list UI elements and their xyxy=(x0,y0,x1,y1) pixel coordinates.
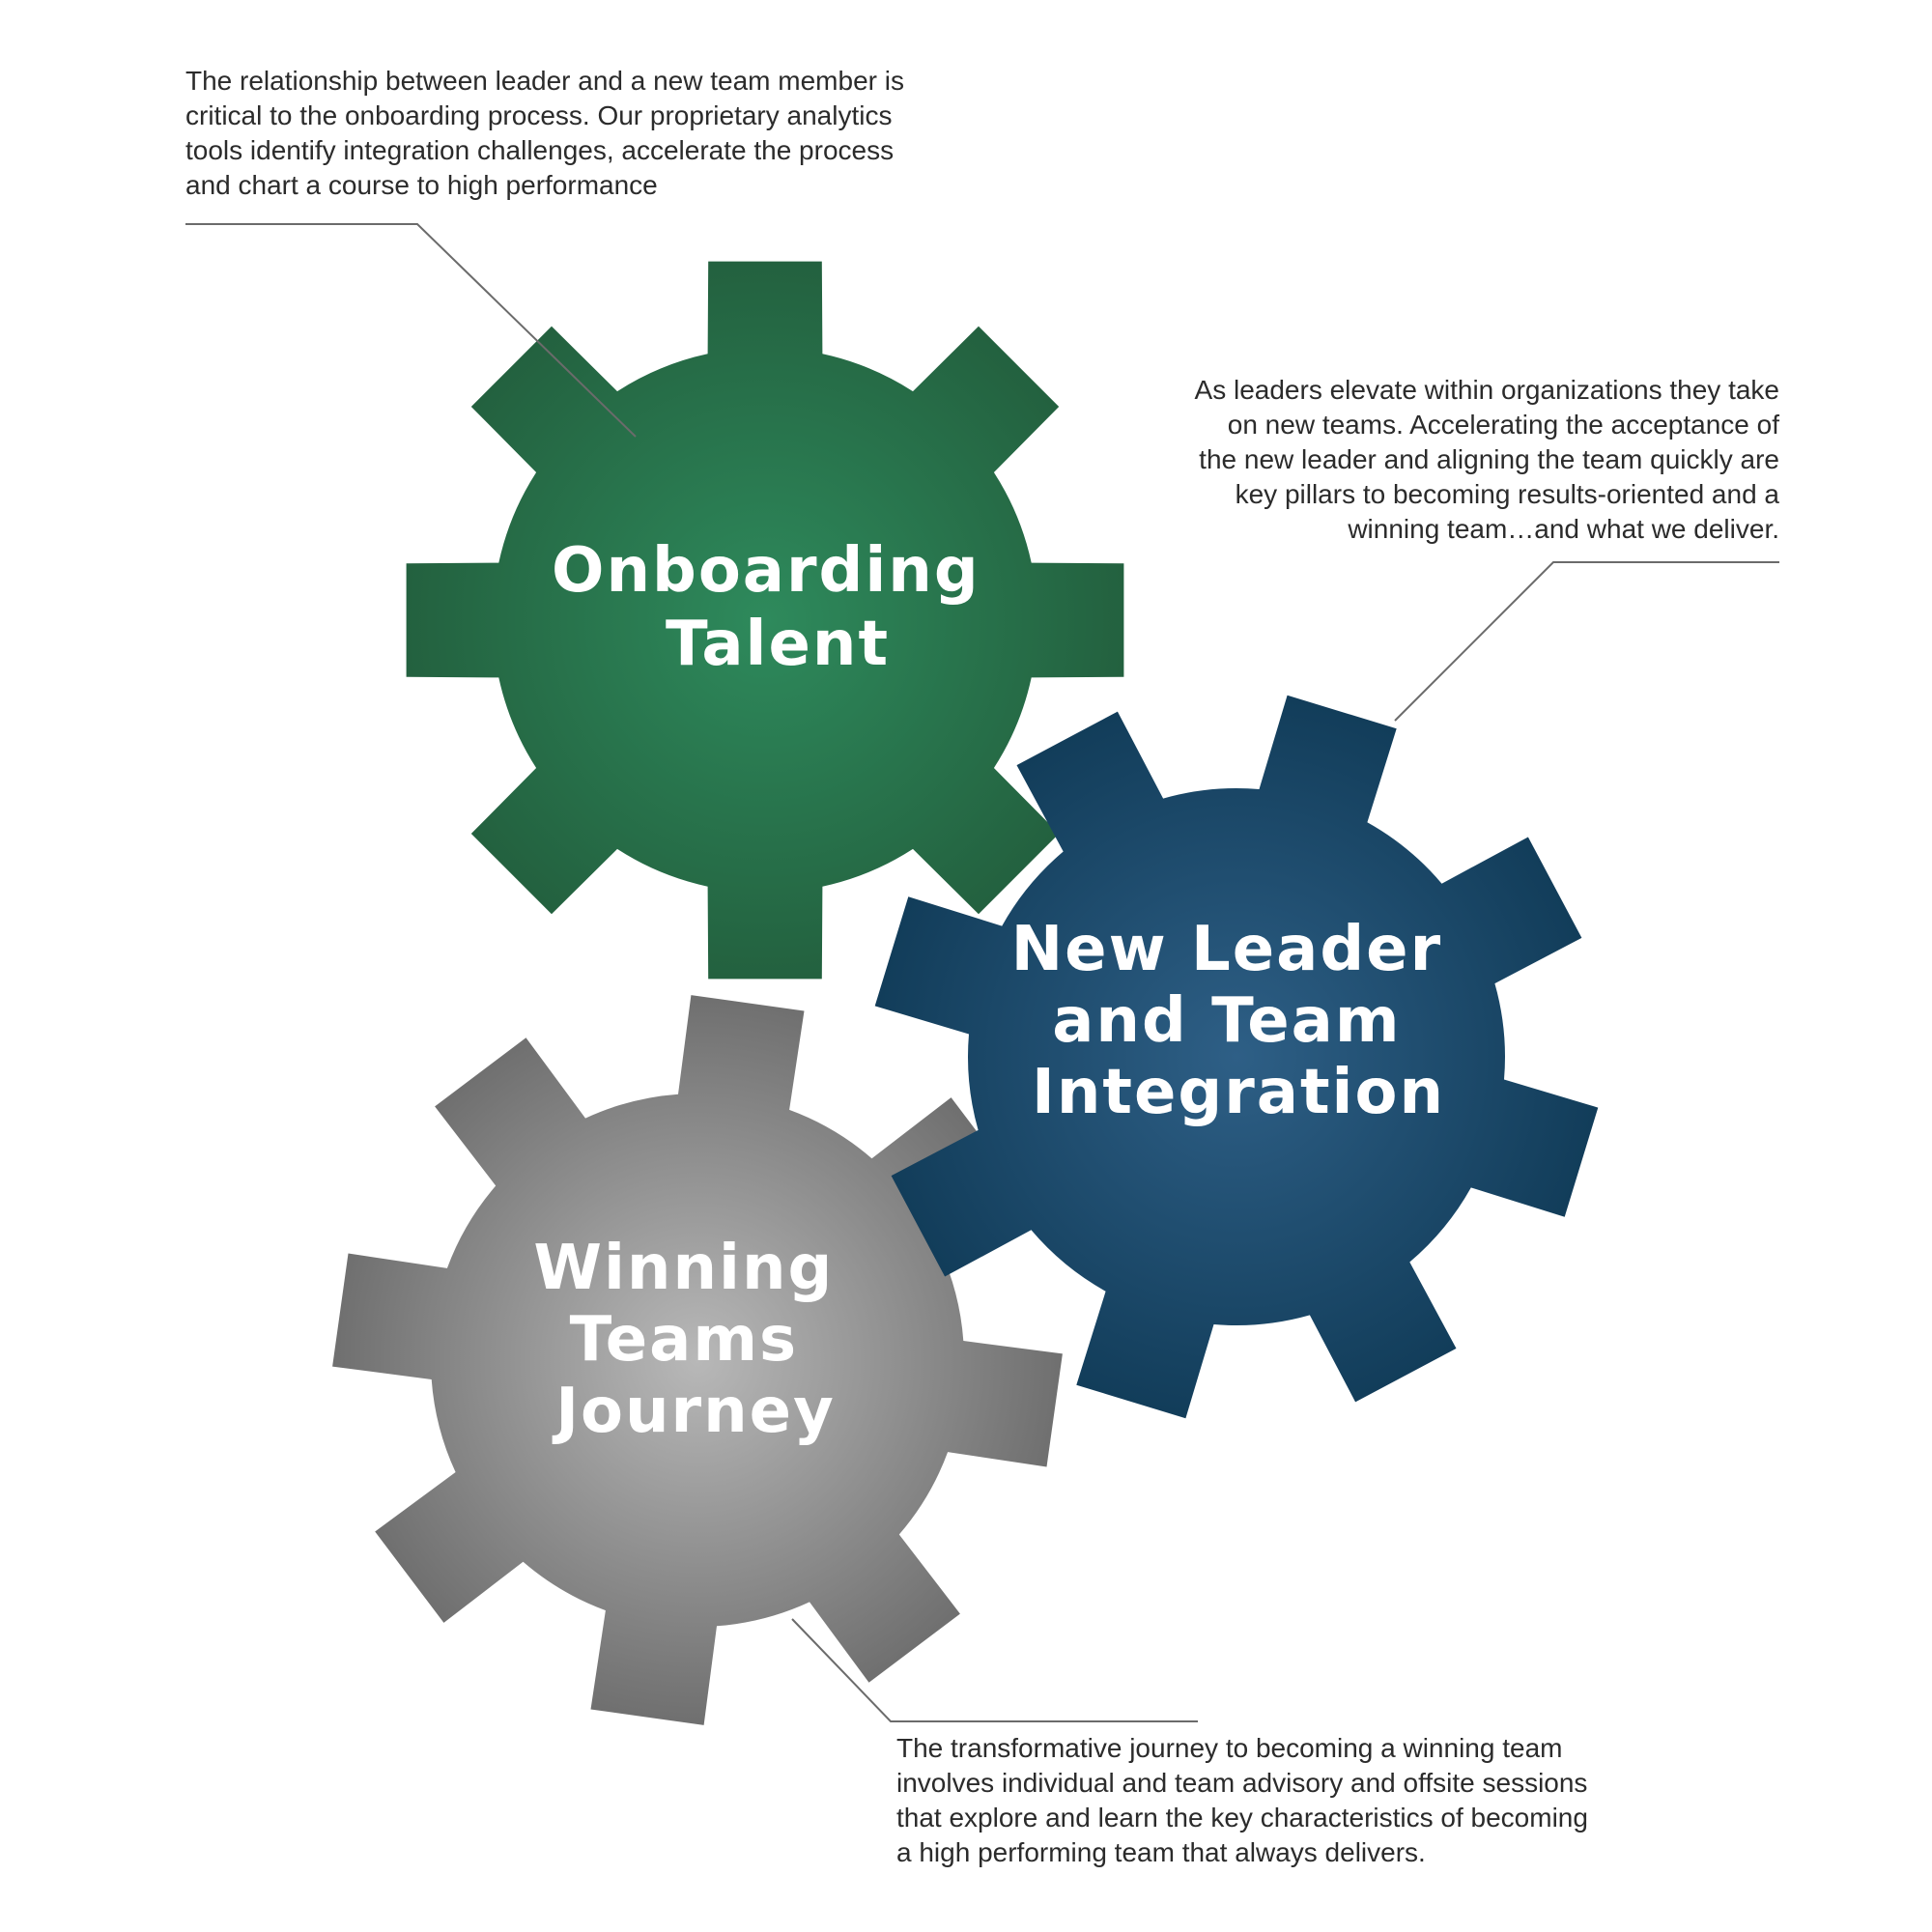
description-line: and chart a course to high performance xyxy=(185,170,658,200)
onboarding-gear-label: Onboarding Talent xyxy=(552,535,1004,680)
winning-teams-gear xyxy=(332,995,1063,1725)
new-leader-gear-label: New Leader and Team Integration xyxy=(1011,914,1466,1128)
new-leader-connector-line xyxy=(1394,561,1779,722)
new-leader-gear xyxy=(874,695,1599,1419)
onboarding-gear-shape xyxy=(406,261,1124,980)
description-line: The relationship between leader and a ne… xyxy=(185,66,904,96)
description-line: the new leader and aligning the team qui… xyxy=(1199,444,1779,474)
new-leader-gear-shape xyxy=(874,695,1599,1419)
winning-teams-gear-label: Winning Teams Journey xyxy=(533,1233,857,1447)
new-leader-description: As leaders elevate within organizations … xyxy=(1101,373,1779,547)
description-line: As leaders elevate within organizations … xyxy=(1194,375,1779,405)
description-line: that explore and learn the key character… xyxy=(896,1803,1588,1833)
description-line: a high performing team that always deliv… xyxy=(896,1837,1426,1867)
onboarding-gear xyxy=(406,261,1124,980)
description-line: involves individual and team advisory an… xyxy=(896,1768,1588,1798)
winning-teams-gear-shape xyxy=(332,995,1063,1725)
onboarding-description: The relationship between leader and a ne… xyxy=(185,64,939,203)
description-line: The transformative journey to becoming a… xyxy=(896,1733,1563,1763)
description-line: winning team…and what we deliver. xyxy=(1348,514,1779,544)
winning-teams-description: The transformative journey to becoming a… xyxy=(896,1731,1631,1870)
description-line: critical to the onboarding process. Our … xyxy=(185,100,893,130)
description-line: on new teams. Accelerating the acceptanc… xyxy=(1227,410,1779,440)
winning-connector-line xyxy=(791,1618,1198,1722)
description-line: key pillars to becoming results-oriented… xyxy=(1235,479,1779,509)
description-line: tools identify integration challenges, a… xyxy=(185,135,895,165)
onboarding-connector-line xyxy=(185,223,637,438)
